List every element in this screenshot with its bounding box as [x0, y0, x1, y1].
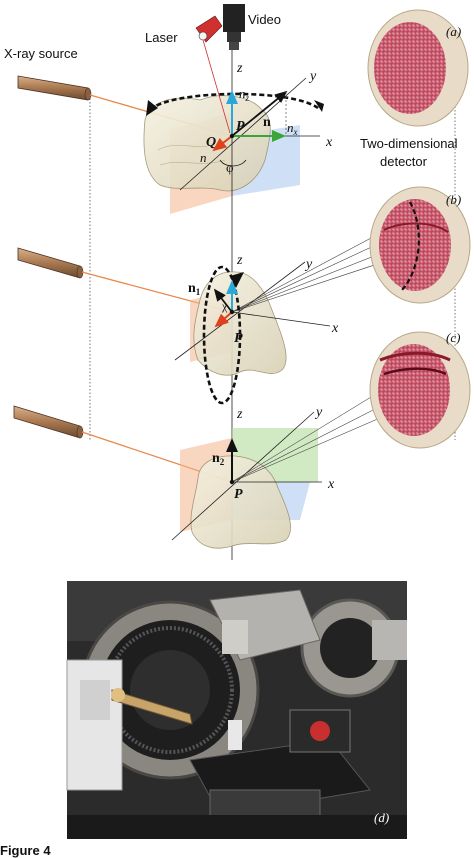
xray-source-label: X-ray source	[4, 46, 78, 61]
x-axis-mid	[231, 311, 331, 327]
nz-label: nz	[239, 86, 250, 103]
point-P-top	[229, 133, 235, 139]
detector-b	[369, 186, 471, 304]
n2-label: n2	[212, 451, 225, 467]
laser-head	[195, 15, 223, 43]
z-label-top: z	[236, 61, 243, 76]
x-label-top: x	[325, 135, 333, 150]
chi-rotation-arc	[202, 265, 242, 405]
tooth-sample-top	[143, 95, 271, 192]
panel-a-label: (a)	[446, 24, 461, 39]
n-vector-top	[231, 90, 288, 137]
detector-label-line2: detector	[380, 154, 428, 169]
n-q-arrow	[212, 135, 233, 152]
figure-caption: Figure 4	[0, 843, 51, 858]
detector-label-line1: Two-dimensional	[360, 136, 458, 151]
P-label-bottom: P	[234, 487, 243, 502]
y-label-top: y	[308, 69, 317, 84]
panel-b-label: (b)	[446, 192, 461, 207]
P-label-mid: P	[234, 331, 243, 346]
xray-tube-2	[17, 247, 84, 279]
x-label-bottom: x	[327, 477, 335, 492]
detector-c	[369, 331, 471, 449]
y-axis-mid	[174, 261, 306, 361]
video-camera	[223, 4, 245, 50]
panel-c-label: (c)	[446, 330, 460, 345]
n1-vector	[213, 288, 233, 313]
point-P-mid	[229, 309, 235, 315]
laser-beam	[202, 39, 231, 134]
n-label-top: n	[263, 115, 271, 130]
phi-label: φ	[226, 160, 234, 175]
y-label-bottom: y	[314, 405, 323, 420]
video-label: Video	[248, 12, 281, 27]
n1-label: n1	[188, 281, 201, 297]
tooth-sample-bottom	[190, 455, 291, 549]
xray-tube-1	[17, 75, 92, 101]
instrument-photo	[66, 581, 407, 839]
z-label-bottom: z	[236, 407, 243, 422]
y-axis-bottom	[171, 411, 315, 541]
laser-label: Laser	[145, 30, 178, 45]
chi-label: χ	[221, 299, 228, 313]
x-label-mid: x	[331, 321, 339, 336]
n-q-label: n	[200, 150, 207, 165]
nx-label: nx	[287, 120, 298, 137]
z-label-mid: z	[236, 253, 243, 268]
red-arrow-mid	[214, 311, 233, 328]
xray-tube-3	[13, 405, 84, 439]
Q-label: Q	[206, 135, 216, 150]
point-P-bottom	[229, 479, 235, 485]
P-label-top: P	[236, 119, 245, 134]
y-label-mid: y	[304, 257, 313, 272]
detector-a	[367, 9, 469, 127]
panel-d-label: (d)	[374, 810, 389, 825]
